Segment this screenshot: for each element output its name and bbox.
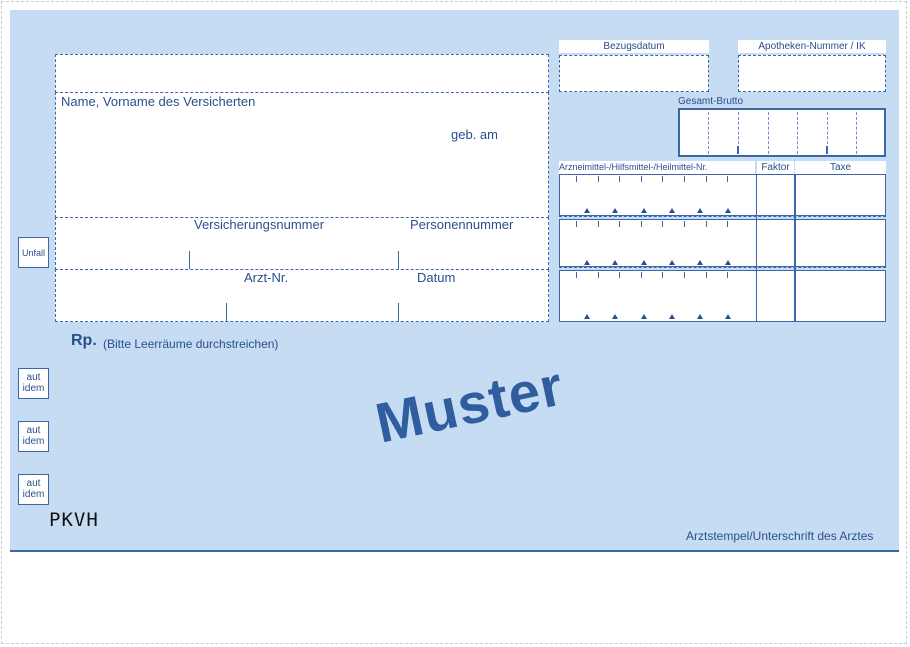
form-bottom-edge: [10, 550, 899, 552]
triangle-mark: [641, 260, 647, 265]
item-row[interactable]: [559, 174, 886, 216]
triangle-mark: [669, 260, 675, 265]
digit-separator: [768, 112, 769, 154]
gross-total-label: Gesamt-Brutto: [678, 96, 744, 107]
fee-label: Taxe: [795, 161, 886, 174]
decimal-mark: [737, 146, 739, 154]
person-number-label: Personennummer: [410, 217, 514, 232]
digit-tick: [706, 176, 707, 182]
collection-date-field[interactable]: [559, 55, 709, 92]
factor-label: Faktor: [757, 161, 794, 174]
triangle-mark: [669, 208, 675, 213]
patient-name-field[interactable]: [55, 92, 549, 218]
accident-checkbox[interactable]: Unfall: [18, 237, 49, 268]
digit-tick: [641, 176, 642, 182]
digit-tick: [727, 272, 728, 278]
digit-tick: [662, 272, 663, 278]
collection-date-label: Bezugsdatum: [559, 40, 709, 53]
digit-separator: [797, 112, 798, 154]
column-divider: [794, 174, 796, 322]
triangle-mark: [641, 314, 647, 319]
doctor-number-row[interactable]: [55, 269, 549, 322]
dob-label: geb. am: [451, 127, 498, 142]
digit-tick: [576, 221, 577, 227]
pharmacy-number-label: Apotheken-Nummer / IK: [738, 40, 886, 53]
digit-tick: [641, 221, 642, 227]
triangle-mark: [697, 208, 703, 213]
digit-tick: [619, 272, 620, 278]
insurer-field[interactable]: [55, 54, 549, 93]
column-divider: [756, 174, 757, 322]
digit-tick: [619, 176, 620, 182]
triangle-mark: [669, 314, 675, 319]
digit-separator: [827, 112, 828, 154]
signature-label: Arztstempel/Unterschrift des Arztes: [686, 529, 874, 543]
digit-separator: [856, 112, 857, 154]
gross-total-field[interactable]: [678, 108, 886, 157]
triangle-mark: [612, 260, 618, 265]
digit-tick: [684, 176, 685, 182]
triangle-mark: [725, 314, 731, 319]
row-separator: [559, 267, 886, 268]
divider-tick: [398, 251, 399, 269]
triangle-mark: [641, 208, 647, 213]
divider-tick: [226, 303, 227, 321]
patient-name-label: Name, Vorname des Versicherten: [61, 94, 256, 109]
pharmacy-number-field[interactable]: [738, 55, 886, 92]
triangle-mark: [725, 260, 731, 265]
digit-separator: [738, 112, 739, 154]
triangle-mark: [697, 260, 703, 265]
form-code: PKVH: [49, 509, 99, 531]
digit-tick: [684, 221, 685, 227]
digit-tick: [684, 272, 685, 278]
divider-tick: [398, 303, 399, 321]
digit-tick: [598, 176, 599, 182]
digit-separator: [708, 112, 709, 154]
divider-tick: [189, 251, 190, 269]
triangle-mark: [697, 314, 703, 319]
item-number-label: Arzneimittel-/Hilfsmittel-/Heilmittel-Nr…: [559, 161, 755, 174]
digit-tick: [706, 221, 707, 227]
digit-tick: [576, 176, 577, 182]
row-separator: [559, 216, 886, 217]
digit-tick: [598, 272, 599, 278]
insurance-number-label: Versicherungsnummer: [194, 217, 325, 232]
triangle-mark: [584, 208, 590, 213]
date-label: Datum: [417, 270, 456, 285]
triangle-mark: [584, 314, 590, 319]
digit-tick: [727, 221, 728, 227]
digit-tick: [576, 272, 577, 278]
rp-note: (Bitte Leerräume durchstreichen): [103, 337, 279, 351]
triangle-mark: [612, 208, 618, 213]
digit-tick: [619, 221, 620, 227]
triangle-mark: [612, 314, 618, 319]
rp-label: Rp.: [71, 332, 97, 349]
accident-label: Unfall: [21, 248, 45, 258]
digit-tick: [662, 221, 663, 227]
digit-tick: [641, 272, 642, 278]
digit-tick: [598, 221, 599, 227]
digit-tick: [662, 176, 663, 182]
triangle-mark: [584, 260, 590, 265]
decimal-mark: [826, 146, 828, 154]
item-row[interactable]: [559, 219, 886, 267]
insurance-number-row[interactable]: [55, 217, 549, 270]
item-row[interactable]: [559, 270, 886, 322]
digit-tick: [706, 272, 707, 278]
doctor-number-label: Arzt-Nr.: [244, 270, 289, 285]
triangle-mark: [725, 208, 731, 213]
digit-tick: [727, 176, 728, 182]
